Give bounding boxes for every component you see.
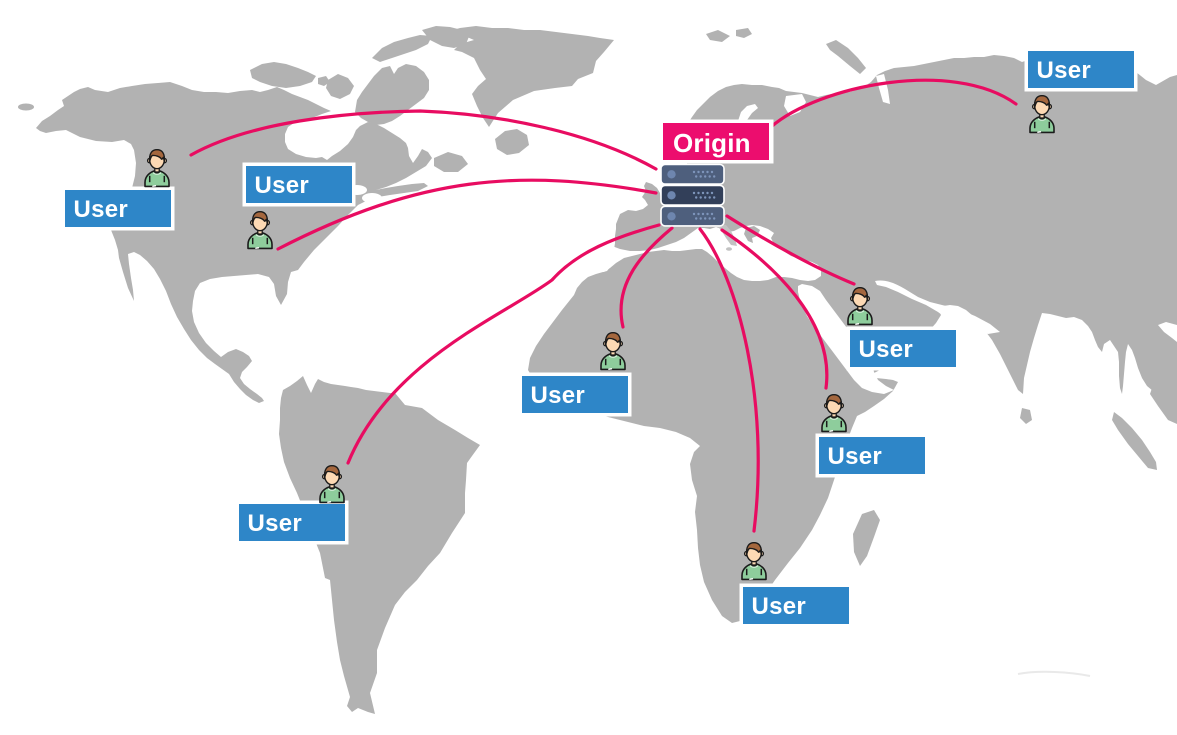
svg-text:Origin: Origin	[673, 128, 751, 158]
